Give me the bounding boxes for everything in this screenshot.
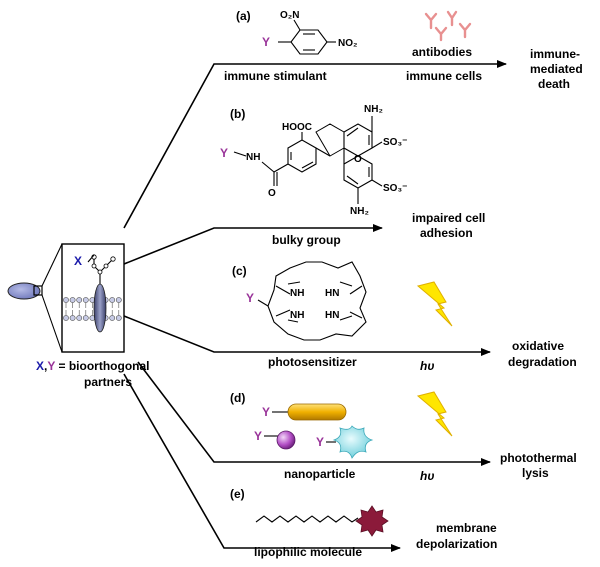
y-label-c: Y [246,291,254,305]
so3-top-label: SO₃⁻ [383,137,407,148]
porphyrin-nh-1: NH [290,288,304,299]
panel-c-label: (c) [232,264,247,278]
outcome-oxidative-2: degradation [508,355,577,369]
lipid-head [76,297,83,303]
y-partner-label: Y [47,359,55,373]
antibodies-label: antibodies [412,45,472,59]
outcome-impaired-1: impaired cell [412,211,485,225]
lipid-head [63,297,69,303]
y-label-d-rod: Y [262,405,270,419]
y-label-a: Y [262,35,270,49]
partners-label: partners [84,375,132,389]
porphyrin-structure: NH HN NH HN Y [246,261,367,341]
outcome-membrane-2: depolarization [416,537,497,551]
hv-label-d: hυ [420,469,434,483]
lipid-head [82,297,89,303]
lightning-icon-d [416,391,453,437]
nanostar [332,425,374,459]
outcome-oxidative-1: oxidative [512,339,564,353]
so3-bottom-label: SO₃⁻ [383,183,407,194]
gold-nanorod [287,403,347,421]
lipid-head [115,297,122,303]
branch-line-a [123,63,382,229]
no2-right-label: NO₂ [338,38,357,49]
branch-line-c [123,315,382,353]
lipid-head [76,315,83,321]
branch-line-d [137,361,382,463]
nh2-bottom-label: NH₂ [350,206,369,217]
lipid-head [63,315,69,321]
y-label-d-sphere: Y [254,429,262,443]
membrane-zoom-box: X [61,243,125,353]
lipid-head [109,297,116,303]
lipid-head [69,297,76,303]
no2-top-label: O₂N [280,10,299,21]
outcome-membrane-1: membrane [436,521,497,535]
lipid-headgroup [355,505,389,537]
lipid-chain [255,515,359,523]
svg-text:X,Y = bioorthogonal: X,Y = bioorthogonal [36,359,149,373]
outcome-immune-3: death [538,77,570,91]
porphyrin-hn-1: HN [325,288,339,299]
panel-e: (e) lipophilic molecule membrane depolar… [230,487,497,559]
y-label-d-star: Y [316,435,324,449]
bioorthogonal-caption: X,Y = bioorthogonal partners [36,359,149,389]
panel-a-label: (a) [236,9,251,23]
porphyrin-hn-2: HN [325,310,339,321]
photosensitizer-label: photosensitizer [268,355,357,369]
lipid-head [82,315,89,321]
x-group-label: X [74,254,82,268]
bulky-group-label: bulky group [272,233,341,247]
outcome-photothermal-1: photothermal [500,451,577,465]
panel-a: (a) Y O₂N NO₂ immune stimulant antibodie… [224,9,583,91]
x-partner-label: X [36,359,44,373]
hooc-label: HOOC [282,122,312,133]
carbonyl-o-label: O [268,188,276,199]
immune-cells-label: immune cells [406,69,482,83]
lipid-head [109,315,116,321]
panel-b: (b) O NH Y HOOC [220,104,485,247]
dinitrophenyl-structure: Y O₂N NO₂ [262,10,357,55]
outcome-immune-2: mediated [530,62,583,76]
y-label-b: Y [220,146,228,160]
outcome-photothermal-2: lysis [522,466,549,480]
panel-b-label: (b) [230,107,245,121]
panel-d: (d) Y Y Y nanoparticle hυ photothermal l… [230,391,577,483]
outcome-immune-1: immune- [530,47,580,61]
panel-d-label: (d) [230,391,245,405]
branch-line-b [123,224,383,265]
antibodies-icon [424,10,472,42]
panel-c: (c) NH HN NH HN Y photosensitizer hυ oxi… [232,261,577,373]
nanoparticle-label: nanoparticle [284,467,356,481]
lipophilic-label: lipophilic molecule [254,545,362,559]
branch-lines [123,60,507,552]
amide-nh-label: NH [246,152,260,163]
lipid-head [69,315,76,321]
immune-stimulant-label: immune stimulant [224,69,327,83]
hv-label-c: hυ [420,359,434,373]
nh2-top-label: NH₂ [364,104,383,115]
outcome-impaired-2: adhesion [420,226,473,240]
panel-e-label: (e) [230,487,245,501]
xanthene-o-label: O [354,154,362,165]
porphyrin-nh-2: NH [290,310,304,321]
comma-label: , [44,359,47,373]
sulforhodamine-structure: O NH Y HOOC O NH₂ SO₃⁻ [220,104,407,217]
nanosphere [276,430,296,450]
branch-line-e [123,373,401,552]
bioorthogonal-label: = bioorthogonal [55,359,149,373]
lightning-icon-c [416,281,453,327]
cell-illustration [7,243,63,353]
lipid-head [115,315,122,321]
